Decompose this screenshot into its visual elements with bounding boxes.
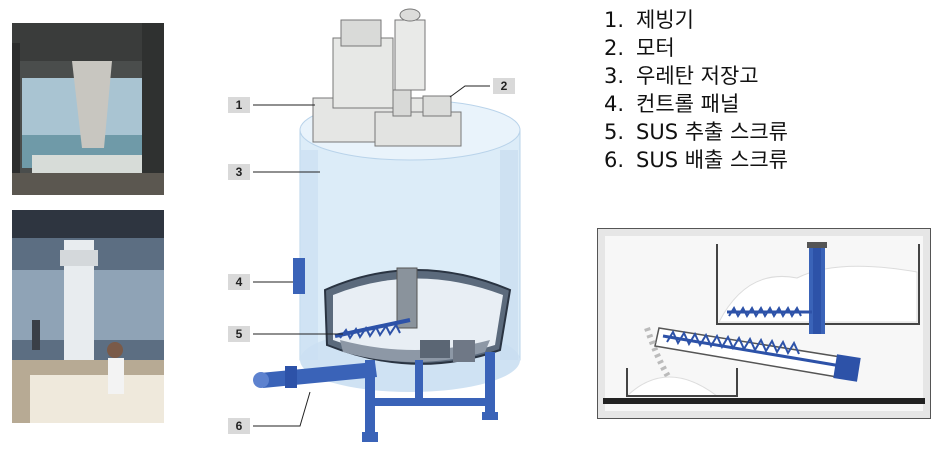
callout-1: 1	[228, 97, 250, 113]
legend-item-6: 6.SUS 배출 스크류	[604, 148, 788, 172]
sus-extraction-screw	[334, 267, 475, 362]
legend-item-3: 3.우레탄 저장고	[604, 64, 759, 88]
collection-bin	[625, 368, 738, 397]
callout-5: 5	[228, 326, 250, 342]
floor-line	[603, 398, 925, 404]
callout-2: 2	[493, 78, 515, 94]
horizontal-screw	[727, 305, 812, 319]
motor	[374, 89, 462, 147]
parts-legend: 1.제빙기 2.모터 3.우레탄 저장고 4.컨트롤 패널 5.SUS 추출 스…	[604, 6, 788, 174]
callout-4: 4	[228, 274, 250, 290]
screw-discharge-schematic	[596, 227, 932, 420]
callout-3: 3	[228, 164, 250, 180]
control-panel	[293, 258, 305, 294]
vertical-screw	[807, 242, 827, 334]
legend-item-2: 2.모터	[604, 36, 675, 60]
sus-discharge-screw	[253, 362, 377, 388]
falling-ice	[644, 327, 672, 380]
legend-item-5: 5.SUS 추출 스크류	[604, 120, 788, 144]
ice-storage-machine-diagram: 1 2 3 4 5 6	[215, 0, 535, 451]
callout-6: 6	[228, 418, 250, 434]
leader-lines	[253, 85, 490, 427]
inclined-discharge-screw	[654, 327, 861, 382]
legend-item-1: 1.제빙기	[604, 8, 694, 32]
support-frame	[362, 352, 498, 442]
photo-ice-chute-indoor	[12, 210, 164, 423]
photo-ice-chute-outdoor	[12, 23, 164, 195]
legend-item-4: 4.컨트롤 패널	[604, 92, 740, 116]
